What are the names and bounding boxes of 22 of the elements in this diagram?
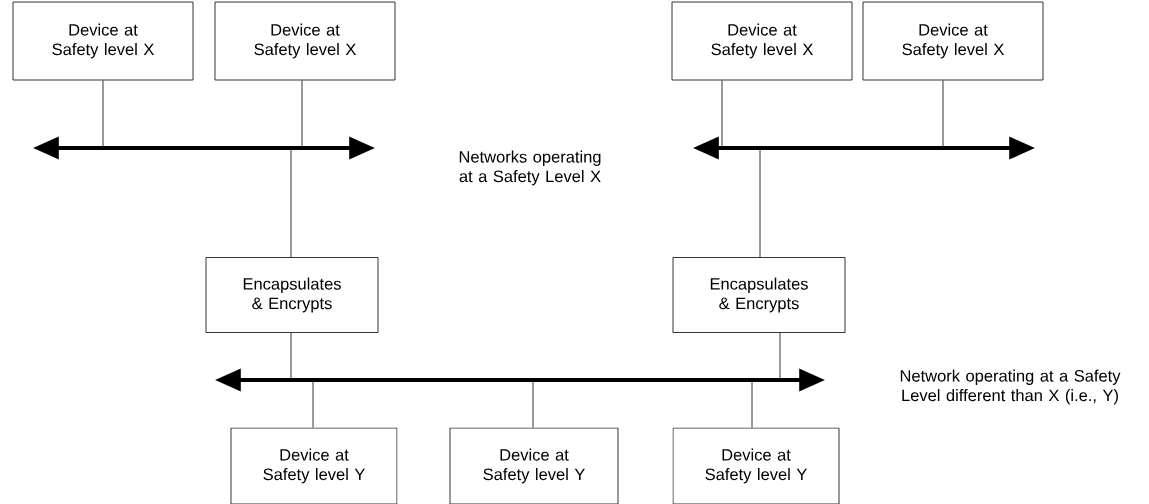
connector-line bbox=[301, 80, 303, 149]
connector-line bbox=[721, 80, 723, 149]
device-box: Encapsulates & Encrypts bbox=[205, 257, 379, 333]
device-box: Device at Safety level X bbox=[862, 1, 1044, 81]
connector-line bbox=[759, 147, 761, 258]
device-box: Device at Safety level X bbox=[12, 1, 194, 81]
connector-line bbox=[312, 379, 314, 428]
connector-line bbox=[751, 379, 753, 428]
connector-line bbox=[290, 147, 292, 258]
device-box: Device at Safety level Y bbox=[672, 427, 840, 504]
device-box: Device at Safety level Y bbox=[449, 427, 619, 504]
device-box: Device at Safety level X bbox=[214, 1, 396, 81]
connector-line bbox=[942, 80, 944, 149]
network-label: Network operating at a Safety Level different than X (i.e., Y) bbox=[900, 369, 1121, 405]
network-label: Networks operating at a Safety Level X bbox=[459, 150, 601, 186]
connector-line bbox=[102, 80, 104, 149]
device-box: Encapsulates & Encrypts bbox=[672, 257, 846, 333]
device-box: Device at Safety level Y bbox=[230, 427, 398, 504]
connector-line bbox=[290, 332, 292, 381]
device-box: Device at Safety level X bbox=[671, 1, 853, 81]
connector-line bbox=[779, 332, 781, 381]
connector-line bbox=[532, 379, 534, 428]
